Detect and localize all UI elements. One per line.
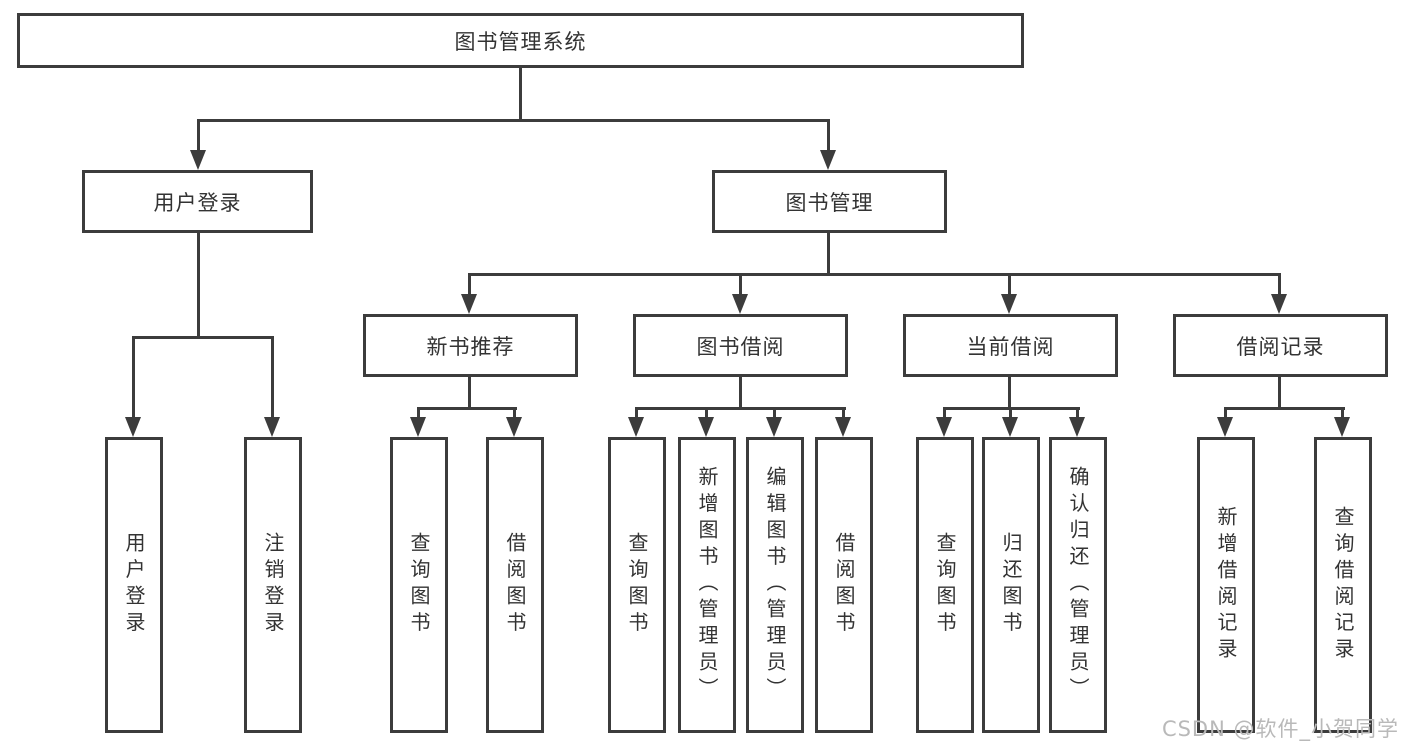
connector-level3-bus [468, 273, 1281, 276]
arrow-to-borrowing-records [1271, 273, 1287, 314]
node-label: 查询图书 [407, 532, 431, 638]
node-user-login: 用户登录 [82, 170, 313, 233]
node-return-books: 归还图书 [982, 437, 1040, 733]
arrow-to-user-login [190, 119, 206, 170]
arrow-borrowing-records-leaf-1 [1217, 407, 1233, 437]
connector-user-login-bus [132, 336, 274, 339]
node-borrowing-records: 借阅记录 [1173, 314, 1388, 377]
node-label: 借阅记录 [1236, 334, 1325, 359]
node-book-management: 图书管理 [712, 170, 947, 233]
node-label: 确认归还（管理员） [1066, 466, 1090, 704]
arrow-book-borrowing-leaf-3 [766, 407, 782, 437]
node-label: 编辑图书（管理员） [763, 466, 787, 704]
node-label: 图书管理系统 [454, 29, 587, 54]
arrow-current-borrowing-leaf-1 [936, 407, 952, 437]
node-confirm-return-admin: 确认归还（管理员） [1049, 437, 1107, 733]
arrow-book-borrowing-leaf-4 [835, 407, 851, 437]
node-label: 用户登录 [122, 532, 146, 638]
node-library-management-system: 图书管理系统 [17, 13, 1024, 68]
connector-borrowing-records-stem [1278, 377, 1281, 407]
node-user-login-leaf: 用户登录 [105, 437, 163, 733]
arrow-to-book-borrowing [732, 273, 748, 314]
node-label: 新书推荐 [426, 334, 515, 359]
node-label: 注销登录 [261, 532, 285, 638]
node-new-book-recommend: 新书推荐 [363, 314, 578, 377]
arrow-to-book-management [820, 119, 836, 170]
node-borrow-books-recommend: 借阅图书 [486, 437, 544, 733]
arrow-to-logout-leaf [264, 336, 280, 437]
arrow-to-new-book-recommend [461, 273, 477, 314]
node-label: 新增借阅记录 [1214, 505, 1238, 665]
arrow-current-borrowing-leaf-2 [1002, 407, 1018, 437]
node-add-borrow-record: 新增借阅记录 [1197, 437, 1255, 733]
connector-user-login-stem [197, 233, 200, 336]
connector-new-book-stem [468, 377, 471, 407]
node-query-books-borrowing: 查询图书 [608, 437, 666, 733]
node-label: 借阅图书 [832, 532, 856, 638]
node-query-borrow-record: 查询借阅记录 [1314, 437, 1372, 733]
node-label: 借阅图书 [503, 532, 527, 638]
arrow-new-book-leaf-2 [506, 407, 522, 437]
node-query-books-current: 查询图书 [916, 437, 974, 733]
node-label: 新增图书（管理员） [695, 466, 719, 704]
csdn-watermark: CSDN @软件_小贺同学 [1161, 717, 1399, 741]
node-label: 查询借阅记录 [1331, 505, 1355, 665]
connector-level1-bus [197, 119, 830, 122]
arrow-new-book-leaf-1 [410, 407, 426, 437]
node-label: 查询图书 [625, 532, 649, 638]
arrow-current-borrowing-leaf-3 [1069, 407, 1085, 437]
connector-book-borrowing-bus [635, 407, 846, 410]
arrow-borrowing-records-leaf-2 [1334, 407, 1350, 437]
arrow-to-user-login-leaf [125, 336, 141, 437]
arrow-book-borrowing-leaf-2 [698, 407, 714, 437]
connector-book-management-stem [827, 233, 830, 273]
arrow-to-current-borrowing [1001, 273, 1017, 314]
connector-current-borrowing-stem [1008, 377, 1011, 407]
node-book-borrowing: 图书借阅 [633, 314, 848, 377]
node-label: 图书借阅 [696, 334, 785, 359]
node-borrow-books-leaf: 借阅图书 [815, 437, 873, 733]
node-edit-book-admin: 编辑图书（管理员） [746, 437, 804, 733]
node-label: 用户登录 [153, 190, 242, 215]
node-add-book-admin: 新增图书（管理员） [678, 437, 736, 733]
connector-borrowing-records-bus [1224, 407, 1345, 410]
arrow-book-borrowing-leaf-1 [628, 407, 644, 437]
node-current-borrowing: 当前借阅 [903, 314, 1118, 377]
node-label: 图书管理 [785, 190, 874, 215]
node-label: 当前借阅 [966, 334, 1055, 359]
connector-root-stem [519, 68, 522, 119]
node-label: 归还图书 [999, 532, 1023, 638]
connector-book-borrowing-stem [739, 377, 742, 407]
node-logout-leaf: 注销登录 [244, 437, 302, 733]
connector-new-book-bus [417, 407, 517, 410]
node-label: 查询图书 [933, 532, 957, 638]
node-query-books-recommend: 查询图书 [390, 437, 448, 733]
